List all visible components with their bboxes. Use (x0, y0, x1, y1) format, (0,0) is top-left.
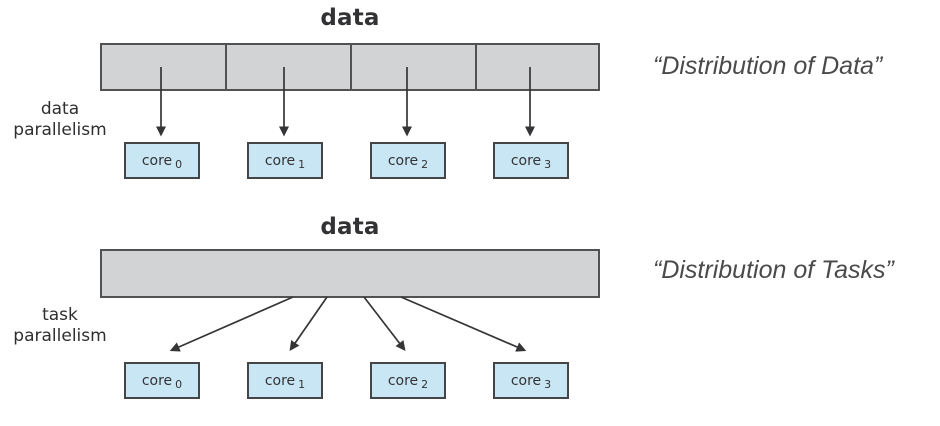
core-label: core (264, 152, 296, 169)
bar-divider (475, 45, 477, 89)
arrow-task-to-core3 (400, 296, 527, 352)
bottom-arrows (169, 296, 527, 352)
core-index: 0 (175, 378, 183, 391)
task-parallelism-label-line1: task (42, 305, 78, 325)
data-parallelism-label-line2: parallelism (13, 120, 107, 140)
arrow-task-to-core0 (169, 296, 294, 352)
task-parallelism-label-line2: parallelism (13, 326, 107, 346)
core-label: core (141, 372, 173, 389)
core-label: core (141, 152, 173, 169)
core-label: core (387, 372, 419, 389)
core-label: core (387, 152, 419, 169)
core-index: 2 (421, 158, 429, 171)
core-index: 1 (298, 158, 306, 171)
arrow-task-to-core2 (363, 296, 406, 351)
core-index: 1 (298, 378, 306, 391)
core-index: 3 (544, 378, 552, 391)
top-data-bar (100, 43, 600, 91)
core-label: core (510, 372, 542, 389)
bar-divider (225, 45, 227, 89)
bottom-data-bar (100, 249, 600, 298)
core-index: 0 (175, 158, 183, 171)
distribution-of-data-caption: “Distribution of Data” (653, 52, 883, 80)
data-parallelism-label-line1: data (40, 99, 80, 119)
task-parallelism-label: task parallelism (6, 305, 114, 347)
distribution-of-tasks-caption: “Distribution of Tasks” (653, 256, 894, 284)
arrow-task-to-core1 (289, 296, 328, 352)
core-index: 2 (421, 378, 429, 391)
bottom-data-title: data (320, 214, 380, 240)
core-label: core (510, 152, 542, 169)
core-index: 3 (544, 158, 552, 171)
core-label: core (264, 372, 296, 389)
bar-divider (350, 45, 352, 89)
data-parallelism-label: data parallelism (6, 99, 114, 141)
top-data-title: data (320, 5, 380, 31)
